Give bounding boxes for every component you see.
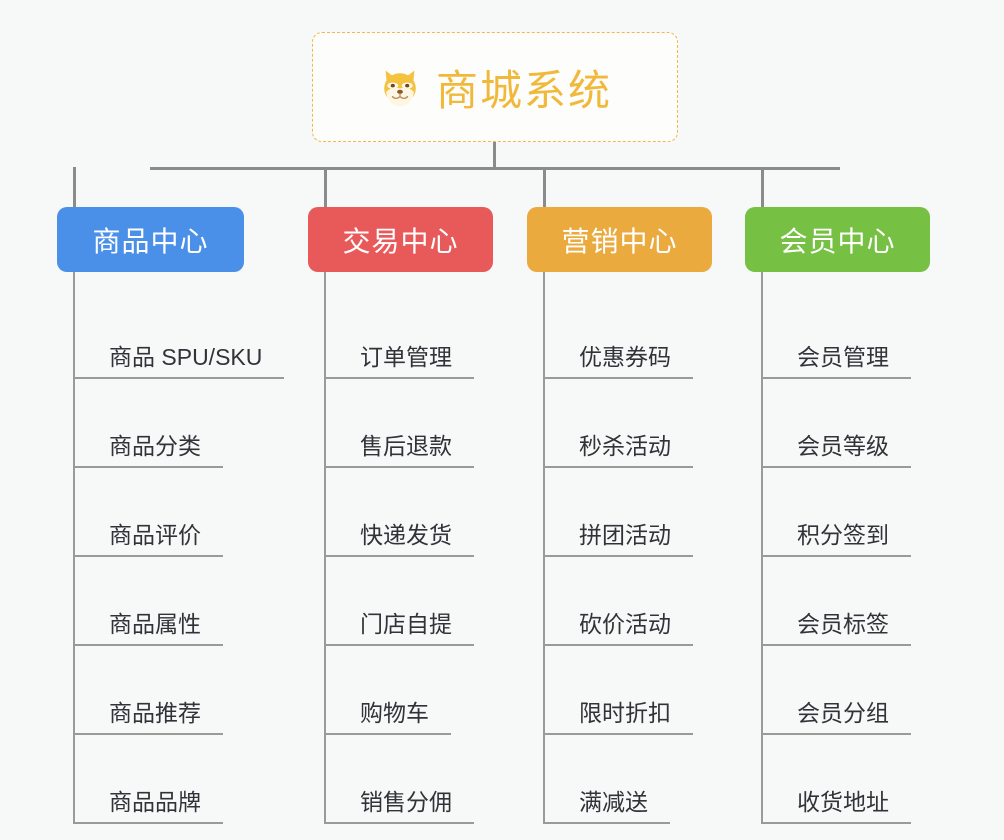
leaf-item[interactable]: 会员分组 [761, 646, 911, 735]
leaf-item-label: 门店自提 [324, 611, 474, 646]
leaf-item-label: 积分签到 [761, 522, 911, 557]
category-label: 商品中心 [92, 225, 209, 257]
leaf-item-label: 商品 SPU/SKU [73, 344, 285, 379]
connector-drop-1 [73, 167, 76, 207]
leaf-item-label: 销售分佣 [324, 789, 474, 824]
category-label: 交易中心 [342, 225, 459, 257]
leaf-trunk-line [73, 272, 75, 824]
leaf-trunk-line [324, 272, 326, 824]
leaf-item[interactable]: 商品属性 [73, 557, 223, 646]
leaf-item[interactable]: 商品分类 [73, 379, 223, 468]
leaf-item-label: 限时折扣 [543, 700, 693, 735]
leaf-item[interactable]: 订单管理 [324, 290, 474, 379]
leaf-item[interactable]: 会员标签 [761, 557, 911, 646]
leaf-item[interactable]: 收货地址 [761, 735, 911, 824]
leaf-item-label: 会员分组 [761, 700, 911, 735]
leaf-item-label: 商品属性 [73, 611, 223, 646]
leaf-item[interactable]: 满减送 [543, 735, 670, 824]
leaf-item[interactable]: 售后退款 [324, 379, 474, 468]
leaf-trunk-line [543, 272, 545, 824]
leaf-item[interactable]: 砍价活动 [543, 557, 693, 646]
root-node[interactable]: 商城系统 [312, 32, 678, 142]
leaf-item[interactable]: 会员等级 [761, 379, 911, 468]
category-label: 营销中心 [561, 225, 678, 257]
leaf-item-label: 拼团活动 [543, 522, 693, 557]
leaf-item[interactable]: 商品评价 [73, 468, 223, 557]
leaf-item[interactable]: 门店自提 [324, 557, 474, 646]
leaf-item-label: 收货地址 [761, 789, 911, 824]
leaf-item-label: 订单管理 [324, 344, 474, 379]
leaf-item[interactable]: 快递发货 [324, 468, 474, 557]
connector-drop-2 [324, 167, 327, 207]
leaf-item[interactable]: 商品品牌 [73, 735, 223, 824]
leaf-item-label: 会员标签 [761, 611, 911, 646]
category-label: 会员中心 [779, 225, 896, 257]
leaf-item[interactable]: 购物车 [324, 646, 451, 735]
leaf-item[interactable]: 商品 SPU/SKU [73, 290, 285, 379]
connector-root-stem [493, 142, 496, 170]
leaf-item-label: 商品分类 [73, 433, 223, 468]
leaf-item-label: 售后退款 [324, 433, 474, 468]
dog-face-icon [378, 65, 422, 109]
root-title: 商城系统 [435, 66, 612, 114]
leaf-item[interactable]: 会员管理 [761, 290, 911, 379]
leaf-item-label: 会员等级 [761, 433, 911, 468]
leaf-item-label: 满减送 [543, 789, 670, 824]
leaf-item-label: 优惠券码 [543, 344, 693, 379]
leaf-item-label: 秒杀活动 [543, 433, 693, 468]
leaf-item[interactable]: 秒杀活动 [543, 379, 693, 468]
connector-drop-4 [761, 167, 764, 207]
leaf-item[interactable]: 优惠券码 [543, 290, 693, 379]
leaf-item-label: 购物车 [324, 700, 451, 735]
leaf-item[interactable]: 积分签到 [761, 468, 911, 557]
category-node-3[interactable]: 营销中心 [527, 207, 712, 272]
leaf-item-label: 会员管理 [761, 344, 911, 379]
category-node-1[interactable]: 商品中心 [57, 207, 244, 272]
connector-drop-3 [543, 167, 546, 207]
category-node-4[interactable]: 会员中心 [745, 207, 930, 272]
leaf-item[interactable]: 限时折扣 [543, 646, 693, 735]
leaf-item-label: 快递发货 [324, 522, 474, 557]
leaf-item-label: 商品评价 [73, 522, 223, 557]
leaf-item-label: 砍价活动 [543, 611, 693, 646]
leaf-item[interactable]: 拼团活动 [543, 468, 693, 557]
leaf-trunk-line [761, 272, 763, 824]
connector-horizontal-bus [150, 167, 840, 170]
leaf-item[interactable]: 销售分佣 [324, 735, 474, 824]
category-node-2[interactable]: 交易中心 [308, 207, 493, 272]
leaf-item-label: 商品品牌 [73, 789, 223, 824]
leaf-item[interactable]: 商品推荐 [73, 646, 223, 735]
leaf-item-label: 商品推荐 [73, 700, 223, 735]
